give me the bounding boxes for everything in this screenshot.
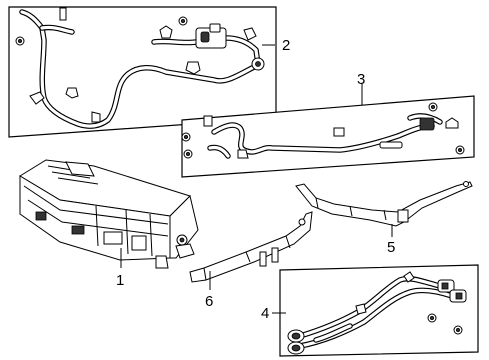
hose-assembly-3-group: 3 — [181, 71, 475, 178]
callout-2-label: 2 — [282, 37, 290, 54]
callout-6-label: 6 — [205, 293, 213, 310]
bracket-5-group: 5 — [295, 181, 473, 256]
power-module-1-group: 1 — [19, 159, 199, 289]
power-module-1-part[interactable] — [19, 159, 199, 269]
bracket-5-part[interactable] — [295, 181, 473, 227]
hose-assembly-2-part[interactable] — [15, 7, 265, 129]
callout-1-label: 1 — [116, 272, 124, 289]
callout-5-label: 5 — [387, 239, 395, 256]
bracket-6-group: 6 — [189, 211, 313, 310]
hose-assembly-2-group: 2 — [8, 6, 290, 138]
callout-3-label: 3 — [357, 71, 365, 88]
cable-harness-4-group: 4 — [261, 264, 479, 357]
bracket-6-part[interactable] — [189, 211, 313, 283]
callout-4-label: 4 — [261, 305, 269, 322]
cable-harness-4-part[interactable] — [287, 271, 467, 355]
hose-assembly-3-frame — [181, 95, 475, 178]
hose-assembly-3-part[interactable] — [181, 102, 465, 159]
